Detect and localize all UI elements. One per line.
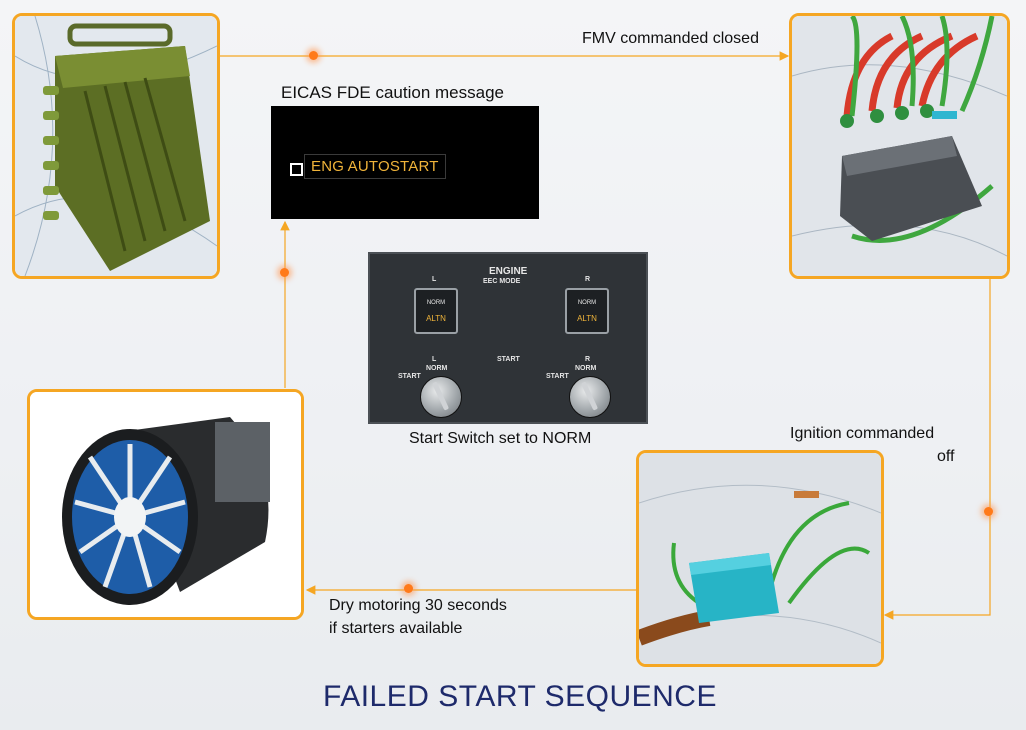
left-norm-pos: NORM bbox=[426, 365, 448, 372]
ignition-label-line2: off bbox=[937, 448, 955, 465]
altn-legend: ALTN bbox=[577, 314, 597, 323]
flow-indicator-right bbox=[984, 507, 993, 516]
fmv-label: FMV commanded closed bbox=[582, 30, 759, 47]
caution-checkbox-icon bbox=[290, 163, 303, 176]
eicas-caution-message: ENG AUTOSTART bbox=[304, 154, 446, 179]
panel-title: ENGINE bbox=[489, 266, 528, 277]
norm-legend: NORM bbox=[577, 300, 597, 306]
start-section-label: START bbox=[497, 356, 520, 363]
eec-left-label: L bbox=[432, 276, 437, 283]
flow-indicator-bottom bbox=[404, 584, 413, 593]
eicas-caption: EICAS FDE caution message bbox=[281, 83, 504, 102]
start-right-label: R bbox=[585, 356, 591, 363]
start-left-label: L bbox=[432, 356, 437, 363]
ignition-exciter-icon bbox=[639, 453, 881, 664]
ignition-label-line1: Ignition commanded bbox=[790, 425, 935, 442]
engine-fan-icon bbox=[30, 392, 301, 617]
right-norm-pos: NORM bbox=[575, 365, 597, 372]
eicas-display: ENG AUTOSTART bbox=[271, 106, 539, 219]
eec-mode-right-button[interactable]: NORM ALTN bbox=[565, 288, 609, 334]
engine-panel bbox=[27, 389, 304, 620]
dry-motoring-line2: if starters available bbox=[329, 620, 463, 637]
flow-indicator-left bbox=[280, 268, 289, 277]
ignition-panel bbox=[636, 450, 884, 667]
norm-legend: NORM bbox=[426, 300, 446, 306]
right-start-pos: START bbox=[546, 373, 569, 380]
eec-mode-left-button[interactable]: NORM ALTN bbox=[414, 288, 458, 334]
right-start-switch[interactable] bbox=[569, 376, 611, 418]
dry-motoring-line1: Dry motoring 30 seconds bbox=[329, 597, 507, 614]
eec-right-label: R bbox=[585, 276, 591, 283]
altn-legend: ALTN bbox=[426, 314, 446, 323]
page-title: FAILED START SEQUENCE bbox=[323, 680, 717, 713]
flow-indicator-top bbox=[309, 51, 318, 60]
eec-unit-icon bbox=[15, 16, 217, 276]
left-start-pos: START bbox=[398, 373, 421, 380]
eec-unit-panel bbox=[12, 13, 220, 279]
fmv-panel bbox=[789, 13, 1010, 279]
eec-mode-label: EEC MODE bbox=[483, 278, 521, 285]
engine-control-panel: ENGINE EEC MODE L R NORM ALTN NORM ALTN … bbox=[368, 252, 648, 424]
start-switch-caption: Start Switch set to NORM bbox=[409, 430, 592, 447]
fuel-metering-valve-icon bbox=[792, 16, 1007, 276]
left-start-switch[interactable] bbox=[420, 376, 462, 418]
